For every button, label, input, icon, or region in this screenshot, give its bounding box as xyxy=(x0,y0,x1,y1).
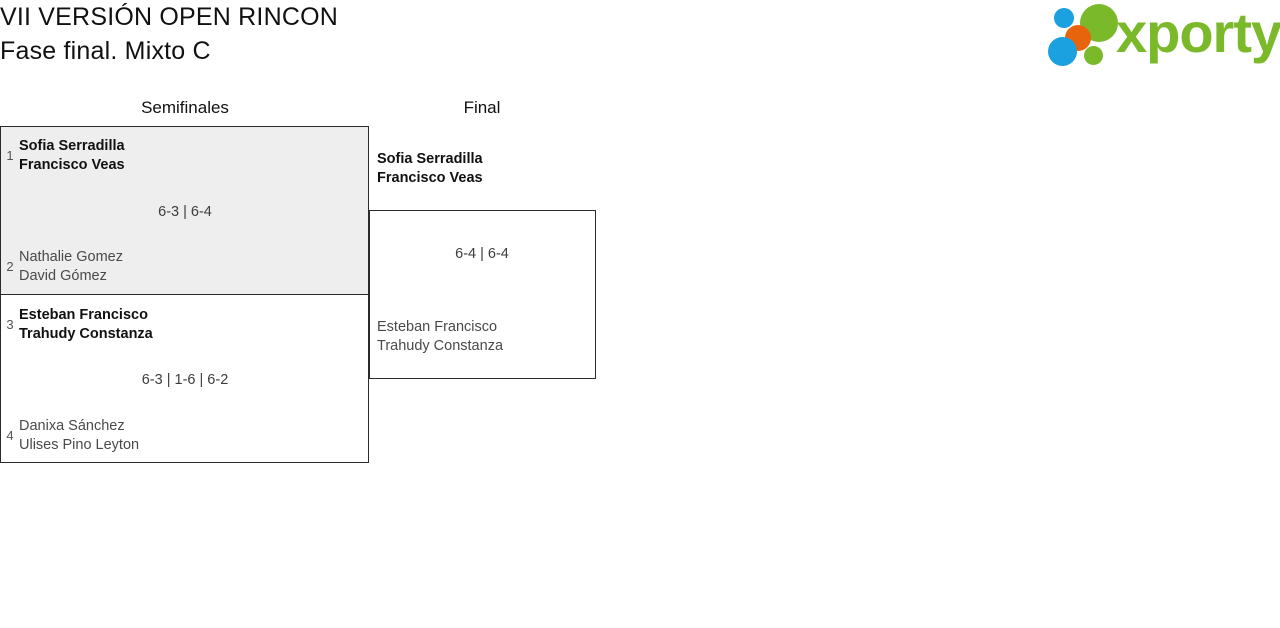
match-participant-bottom[interactable]: 2 Nathalie Gomez David Gómez xyxy=(1,248,123,286)
seed-number: 1 xyxy=(6,148,14,163)
seed-number: 2 xyxy=(6,259,14,274)
seed-number: 3 xyxy=(6,317,14,332)
tournament-title: VII VERSIÓN OPEN RINCON Fase final. Mixt… xyxy=(0,2,338,66)
match-participant-top[interactable]: 3 Esteban Francisco Trahudy Constanza xyxy=(1,306,153,344)
participant-player-1: Danixa Sánchez xyxy=(19,418,125,434)
participant-player-2: Francisco Veas xyxy=(19,157,125,173)
match-participant-top[interactable]: 1 Sofia Serradilla Francisco Veas xyxy=(1,137,125,175)
match-participant-bottom[interactable]: 4 Danixa Sánchez Ulises Pino Leyton xyxy=(1,417,139,455)
participant-names: Danixa Sánchez Ulises Pino Leyton xyxy=(19,417,139,455)
logo-dot-green-small-icon xyxy=(1084,46,1103,65)
participant-player-2: Trahudy Constanza xyxy=(377,338,504,354)
participant-player-1: Esteban Francisco xyxy=(19,307,148,323)
match-score-final: 6-4 | 6-4 xyxy=(455,246,509,262)
logo-dot-blue-large-icon xyxy=(1048,37,1077,66)
seed-number: 4 xyxy=(6,428,14,443)
participant-names: Nathalie Gomez David Gómez xyxy=(19,248,123,286)
participant-names: Sofia Serradilla Francisco Veas xyxy=(19,137,125,175)
final-participant-top[interactable]: Sofia Serradilla Francisco Veas xyxy=(377,150,483,188)
tournament-name: VII VERSIÓN OPEN RINCON xyxy=(0,3,338,31)
round-heading-semifinals: Semifinales xyxy=(141,98,229,117)
logo-wordmark: xporty xyxy=(1116,1,1280,64)
match-semifinal-1[interactable]: 1 Sofia Serradilla Francisco Veas 2 Nath… xyxy=(0,126,369,295)
final-participant-bottom[interactable]: Esteban Francisco Trahudy Constanza xyxy=(377,318,503,356)
participant-player-2: Francisco Veas xyxy=(377,170,483,186)
match-score-semifinal-1: 6-3 | 6-4 xyxy=(158,204,212,220)
participant-names: Esteban Francisco Trahudy Constanza xyxy=(377,318,503,356)
round-heading-final: Final xyxy=(463,98,501,117)
participant-names: Sofia Serradilla Francisco Veas xyxy=(377,150,483,188)
participant-player-1: Sofia Serradilla xyxy=(19,138,125,154)
participant-names: Esteban Francisco Trahudy Constanza xyxy=(19,306,153,344)
match-final[interactable] xyxy=(369,210,596,379)
page-header: VII VERSIÓN OPEN RINCON Fase final. Mixt… xyxy=(0,0,1280,88)
tournament-phase: Fase final. Mixto C xyxy=(0,37,211,65)
participant-player-1: Nathalie Gomez xyxy=(19,249,123,265)
logo-dot-blue-small-icon xyxy=(1054,8,1074,28)
participant-player-1: Sofia Serradilla xyxy=(377,151,483,167)
participant-player-2: Ulises Pino Leyton xyxy=(19,437,140,453)
logo-dots-icon xyxy=(1048,4,1122,68)
participant-player-2: David Gómez xyxy=(19,268,107,284)
xporty-logo[interactable]: xporty xyxy=(1048,1,1280,68)
match-semifinal-2[interactable]: 3 Esteban Francisco Trahudy Constanza 4 … xyxy=(0,294,369,463)
participant-player-1: Esteban Francisco xyxy=(377,319,498,335)
participant-player-2: Trahudy Constanza xyxy=(19,326,153,342)
match-score-semifinal-2: 6-3 | 1-6 | 6-2 xyxy=(141,372,229,388)
